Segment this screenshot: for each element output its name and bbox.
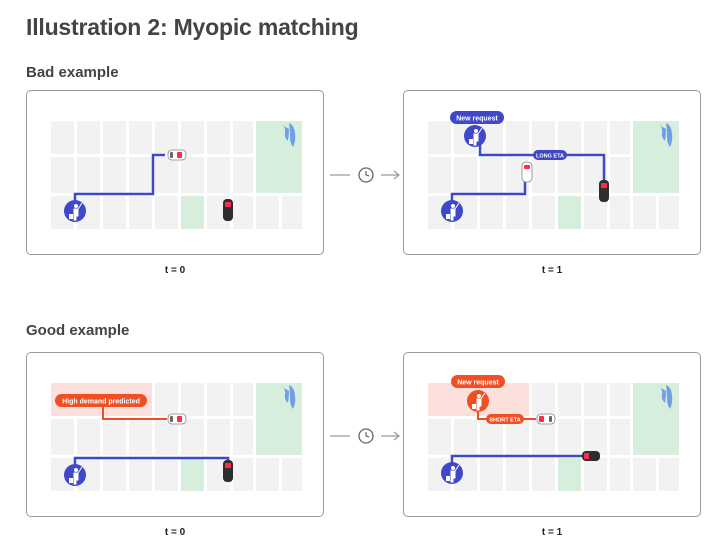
person-hailing-icon	[441, 200, 463, 222]
park	[633, 121, 679, 193]
person-hailing-icon	[441, 462, 463, 484]
good-map-t0: High demand predicted	[51, 383, 302, 491]
park	[633, 383, 679, 455]
car-icon	[167, 149, 187, 161]
eta-badge: SHORT ETA	[486, 414, 524, 424]
good-panel-t0: High demand predicted	[26, 352, 324, 517]
water-icon	[282, 125, 289, 141]
car-icon	[582, 451, 600, 461]
eta-badge: LONG ETA	[533, 150, 567, 160]
arrow-right-icon	[381, 170, 400, 180]
park	[181, 196, 204, 229]
city-blocks	[428, 383, 679, 491]
water-icon	[282, 387, 289, 403]
bad-example-heading: Bad example	[26, 64, 119, 81]
high-demand-label: High demand predicted	[62, 399, 140, 406]
clock-icon	[358, 167, 374, 183]
park	[181, 458, 204, 491]
park	[558, 458, 581, 491]
new-request-badge: New request	[450, 111, 504, 124]
t1-label: t = 1	[541, 265, 563, 276]
car-icon	[521, 161, 533, 183]
water-icon	[659, 125, 666, 141]
car-icon	[223, 460, 233, 482]
water-icon	[659, 387, 666, 403]
new-request-badge: New request	[451, 375, 505, 388]
time-step-arrow	[330, 167, 400, 183]
city-blocks	[51, 121, 302, 229]
new-request-label: New request	[457, 380, 499, 387]
demand-link-line	[102, 407, 167, 420]
good-panel-t1: SHORT ETA New request	[403, 352, 701, 517]
park	[558, 196, 581, 229]
person-hailing-icon	[464, 125, 486, 147]
high-demand-badge: High demand predicted	[55, 394, 147, 407]
route-line	[73, 153, 165, 211]
park	[256, 121, 302, 193]
time-step-arrow	[330, 428, 400, 444]
car-icon	[599, 180, 609, 202]
person-hailing-icon	[64, 200, 86, 222]
person-hailing-icon	[64, 464, 86, 486]
person-hailing-icon	[467, 390, 489, 412]
water-icon	[289, 123, 296, 147]
bad-map-t1: LONG ETA New request	[428, 111, 679, 229]
water-icon	[289, 385, 296, 409]
arrow-right-icon	[381, 431, 400, 441]
page-title: Illustration 2: Myopic matching	[26, 14, 359, 40]
bad-panel-t0	[26, 90, 324, 255]
water-icon	[666, 385, 673, 409]
bad-map-t0	[51, 121, 302, 229]
bad-panel-t1: LONG ETA New request	[403, 90, 701, 255]
clock-icon	[358, 428, 374, 444]
car-icon	[167, 413, 187, 425]
new-request-label: New request	[456, 116, 498, 123]
good-example-heading: Good example	[26, 322, 130, 339]
t1-label: t = 1	[541, 527, 563, 538]
eta-badge-label: LONG ETA	[536, 154, 564, 160]
car-icon	[536, 413, 556, 425]
city-blocks	[428, 121, 679, 229]
park	[256, 383, 302, 455]
good-map-t1: SHORT ETA New request	[428, 375, 679, 491]
t0-label: t = 0	[164, 527, 186, 538]
water-icon	[666, 123, 673, 147]
eta-badge-label: SHORT ETA	[489, 418, 520, 424]
t0-label: t = 0	[164, 265, 186, 276]
car-icon	[223, 199, 233, 221]
